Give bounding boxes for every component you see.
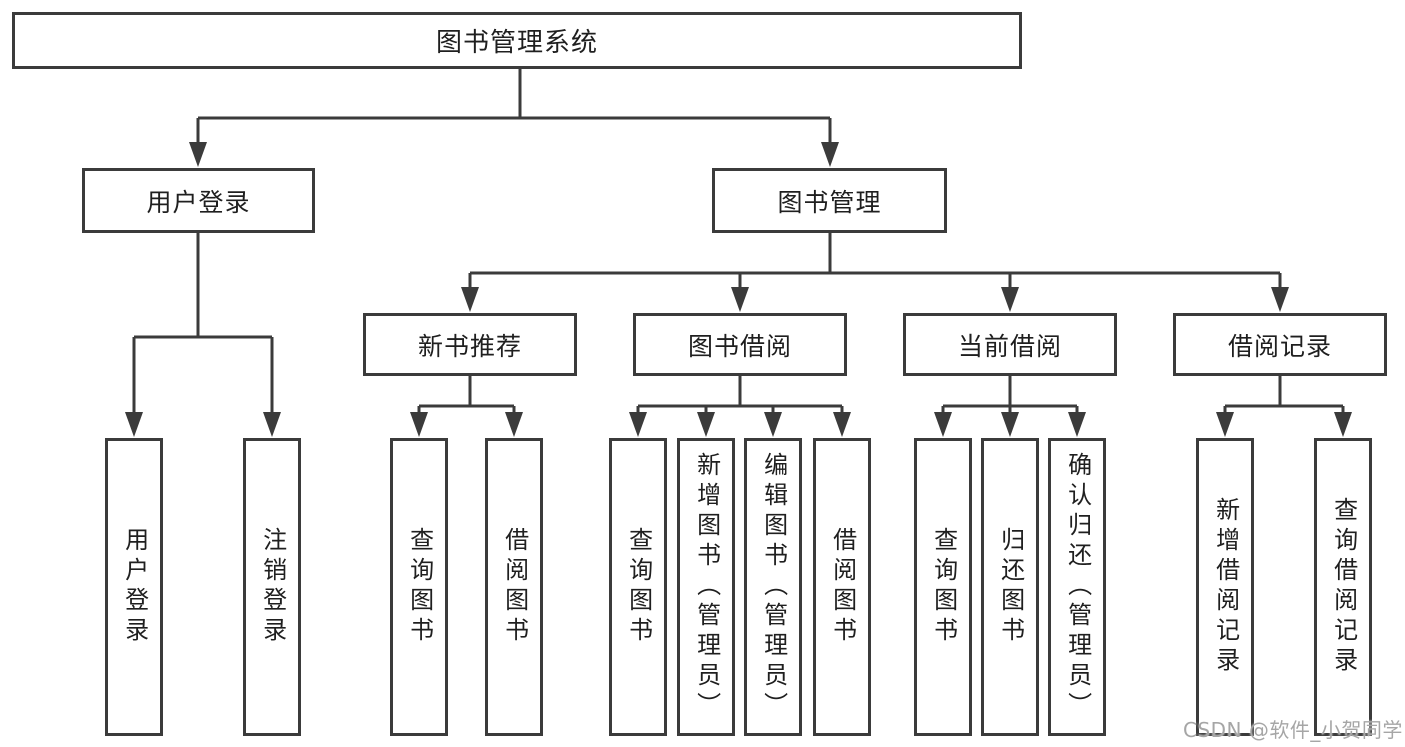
leaf-label: 归还图书 bbox=[996, 527, 1025, 647]
node-book-borrowing: 图书借阅 bbox=[633, 313, 847, 376]
node-user-login: 用户登录 bbox=[82, 168, 315, 233]
leaf-add-borrow-record: 新增借阅记录 bbox=[1196, 438, 1254, 736]
leaf-label: 借阅图书 bbox=[500, 527, 529, 647]
leaf-label: 查询借阅记录 bbox=[1329, 497, 1358, 677]
leaf-label: 查询图书 bbox=[929, 527, 958, 647]
node-label: 用户登录 bbox=[146, 187, 251, 217]
node-borrowing-records: 借阅记录 bbox=[1173, 313, 1387, 376]
leaf-logout: 注销登录 bbox=[243, 438, 301, 736]
node-label: 图书借阅 bbox=[687, 331, 792, 361]
node-new-book-recommend: 新书推荐 bbox=[363, 313, 577, 376]
leaf-query-books-borrow: 查询图书 bbox=[609, 438, 667, 736]
node-label: 图书管理 bbox=[777, 187, 882, 217]
leaf-confirm-return-admin: 确认归还（管理员） bbox=[1048, 438, 1106, 736]
leaf-label: 注销登录 bbox=[258, 527, 287, 647]
leaf-borrow-books: 借阅图书 bbox=[813, 438, 871, 736]
node-current-borrowing: 当前借阅 bbox=[903, 313, 1117, 376]
node-label: 借阅记录 bbox=[1227, 331, 1332, 361]
csdn-watermark: CSDN @软件_小贺同学 bbox=[1183, 718, 1403, 742]
leaf-add-book-admin: 新增图书（管理员） bbox=[677, 438, 735, 736]
leaf-label: 借阅图书 bbox=[828, 527, 857, 647]
node-label: 图书管理系统 bbox=[435, 28, 598, 58]
leaf-query-books-recommend: 查询图书 bbox=[390, 438, 448, 736]
leaf-user-login: 用户登录 bbox=[105, 438, 163, 736]
leaf-label: 确认归还（管理员） bbox=[1063, 452, 1092, 722]
leaf-label: 查询图书 bbox=[624, 527, 653, 647]
leaf-query-borrow-record: 查询借阅记录 bbox=[1314, 438, 1372, 736]
node-label: 当前借阅 bbox=[957, 331, 1062, 361]
leaf-label: 查询图书 bbox=[405, 527, 434, 647]
node-library-system: 图书管理系统 bbox=[12, 12, 1022, 69]
leaf-query-books-current: 查询图书 bbox=[914, 438, 972, 736]
leaf-label: 用户登录 bbox=[120, 527, 149, 647]
leaf-return-book: 归还图书 bbox=[981, 438, 1039, 736]
leaf-label: 编辑图书（管理员） bbox=[759, 452, 788, 722]
leaf-label: 新增图书（管理员） bbox=[692, 452, 721, 722]
leaf-borrow-books-recommend: 借阅图书 bbox=[485, 438, 543, 736]
leaf-edit-book-admin: 编辑图书（管理员） bbox=[744, 438, 802, 736]
node-book-management: 图书管理 bbox=[712, 168, 947, 233]
node-label: 新书推荐 bbox=[417, 331, 522, 361]
leaf-label: 新增借阅记录 bbox=[1211, 497, 1240, 677]
